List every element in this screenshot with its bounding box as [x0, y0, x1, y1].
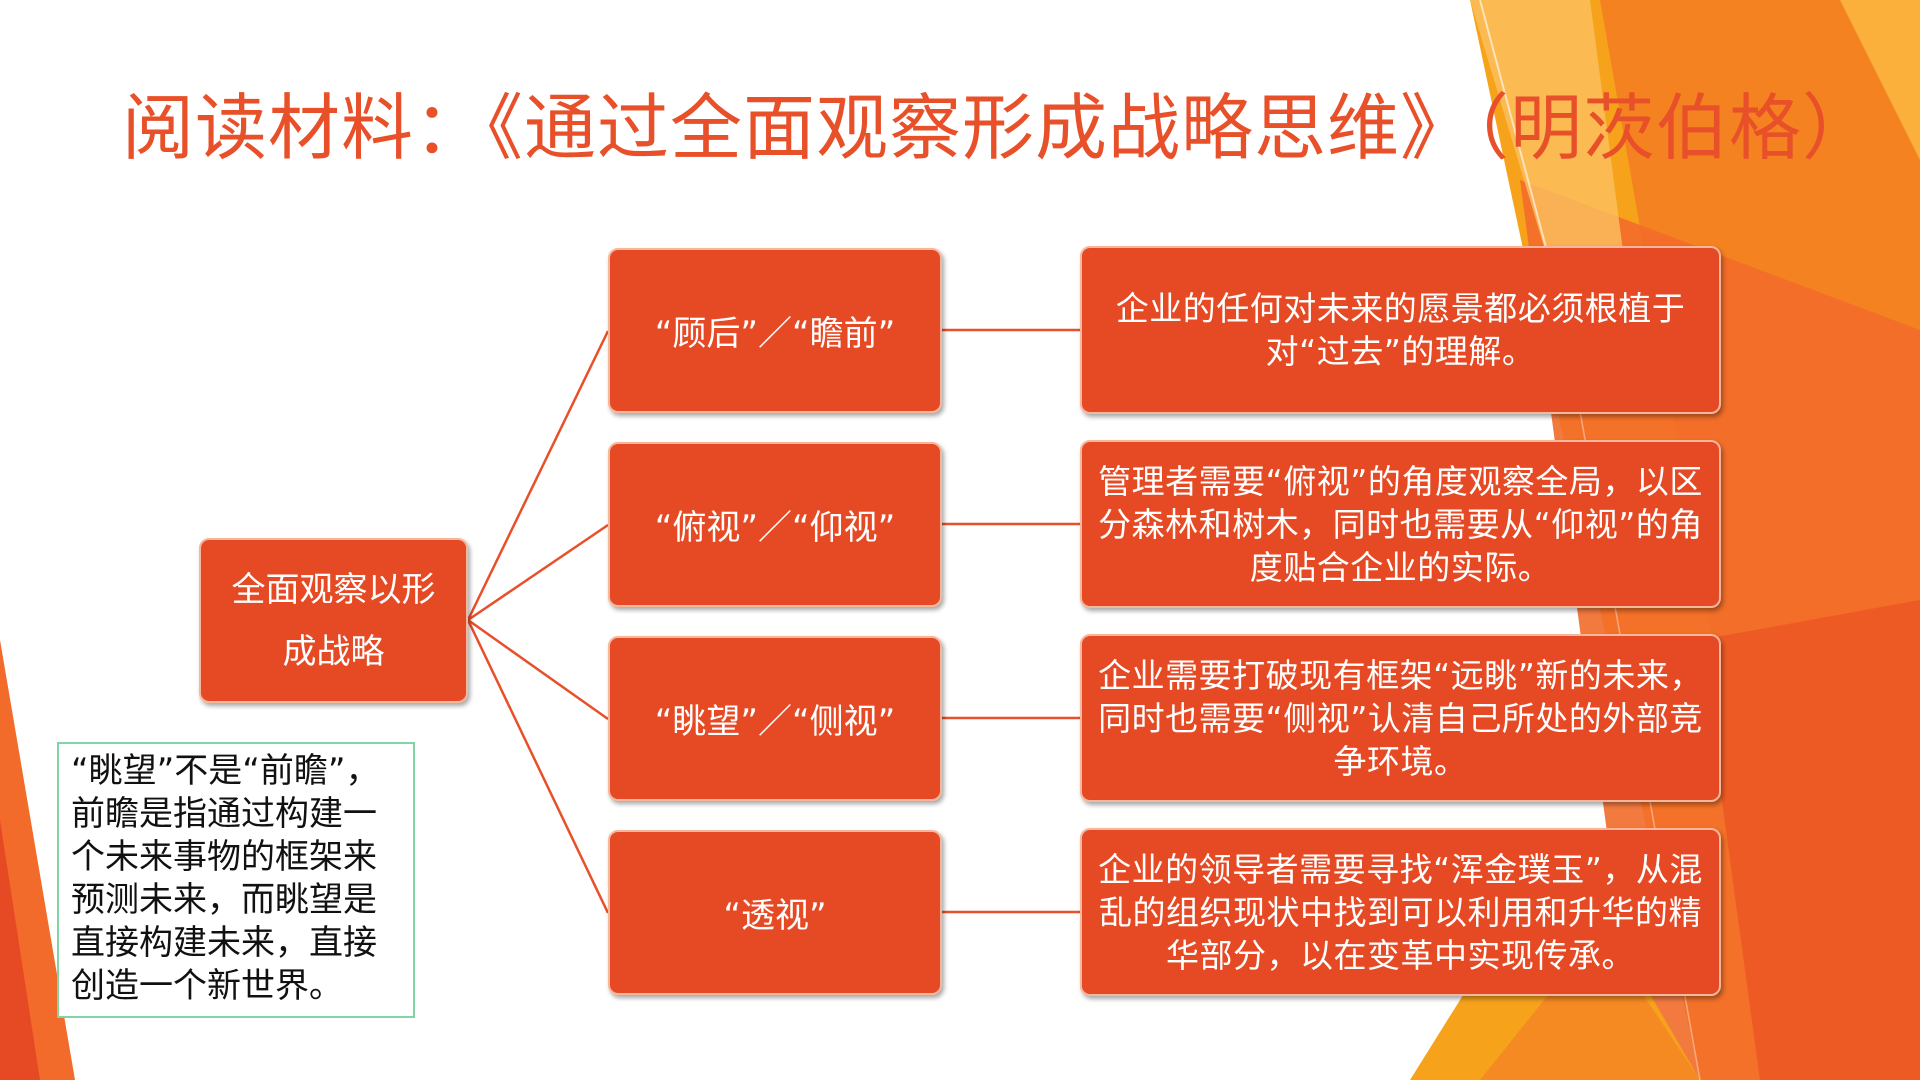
description-node-1: 企业的任何对未来的愿景都必须根植于对“过去”的理解。 — [1080, 246, 1721, 414]
bg-facet — [0, 820, 40, 1080]
root-node-label: 全面观察以形成战略 — [231, 569, 436, 672]
branch-node-2: “俯视”／“仰视” — [608, 442, 942, 607]
side-note-text: “眺望”不是“前瞻”，前瞻是指通过构建一个未来事物的框架来预测未来，而眺望是直接… — [71, 751, 380, 1006]
slide-title: 阅读材料：《通过全面观察形成战略思维》（明茨伯格） — [122, 86, 1876, 170]
bg-facet — [1480, 930, 1700, 1080]
branch-node-3: “眺望”／“侧视” — [608, 636, 942, 801]
bg-facet — [1700, 600, 1920, 1080]
description-node-4: 企业的领导者需要寻找“浑金璞玉”，从混乱的组织现状中找到可以利用和升华的精华部分… — [1080, 828, 1721, 996]
branch-node-1: “顾后”／“瞻前” — [608, 248, 942, 413]
root-node: 全面观察以形成战略 — [199, 538, 468, 703]
branch-node-label: “眺望”／“侧视” — [654, 702, 896, 742]
side-note: “眺望”不是“前瞻”，前瞻是指通过构建一个未来事物的框架来预测未来，而眺望是直接… — [57, 742, 415, 1018]
branch-node-label: “透视” — [723, 896, 827, 936]
description-text: 企业的领导者需要寻找“浑金璞玉”，从混乱的组织现状中找到可以利用和升华的精华部分… — [1098, 849, 1703, 975]
description-text: 管理者需要“俯视”的角度观察全局，以区分森林和树木，同时也需要从“仰视”的角度贴… — [1098, 461, 1703, 587]
description-node-2: 管理者需要“俯视”的角度观察全局，以区分森林和树木，同时也需要从“仰视”的角度贴… — [1080, 440, 1721, 608]
description-text: 企业的任何对未来的愿景都必须根植于对“过去”的理解。 — [1115, 289, 1686, 371]
branch-node-label: “顾后”／“瞻前” — [654, 314, 896, 354]
description-node-3: 企业需要打破现有框架“远眺”新的未来，同时也需要“侧视”认清自己所处的外部竞争环… — [1080, 634, 1721, 802]
branch-node-label: “俯视”／“仰视” — [654, 508, 896, 548]
branch-node-4: “透视” — [608, 830, 942, 995]
bg-facet — [1840, 0, 1920, 160]
description-text: 企业需要打破现有框架“远眺”新的未来，同时也需要“侧视”认清自己所处的外部竞争环… — [1098, 655, 1703, 781]
